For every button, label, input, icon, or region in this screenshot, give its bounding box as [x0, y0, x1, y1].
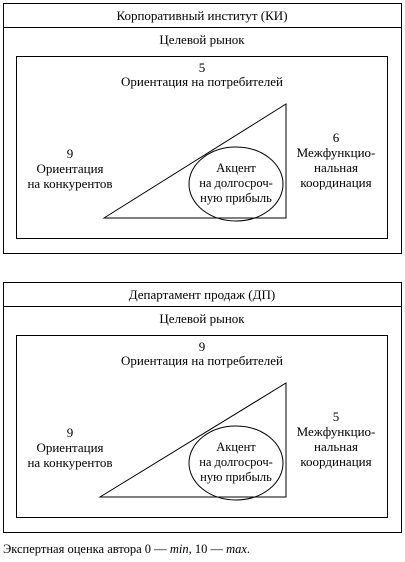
target-market-box — [16, 335, 388, 518]
interfunctional-coordination-line-3: координация — [300, 454, 371, 469]
interfunctional-coordination-score: 5 — [333, 409, 340, 424]
long-term-profit-line-3: ную прибыль — [200, 470, 272, 484]
interfunctional-coordination-line-3: координация — [300, 175, 371, 190]
diagram-corporate-institute: Корпоративный институт (КИ) Целевой рыно… — [3, 3, 402, 254]
long-term-profit-line-3: ную прибыль — [200, 191, 272, 205]
customer-orientation-score: 9 — [199, 339, 206, 354]
competitor-orientation-line-2: на конкурентов — [27, 455, 112, 470]
long-term-profit-line-1: Акцент — [216, 440, 256, 454]
target-market-label: Целевой рынок — [159, 311, 245, 326]
target-market-label: Целевой рынок — [159, 32, 245, 47]
footnote-min: min — [170, 542, 189, 556]
interfunctional-coordination-score: 6 — [333, 130, 340, 145]
long-term-profit-line-2: на долгосроч- — [199, 176, 273, 190]
footnote-suffix: . — [247, 542, 250, 556]
interfunctional-coordination-line-2: нальная — [314, 160, 358, 175]
customer-orientation-score: 5 — [199, 60, 206, 75]
customer-orientation-label: Ориентация на потребителей — [121, 353, 283, 368]
footnote-max: max — [226, 542, 247, 556]
footnote-middle: , 10 — — [189, 542, 227, 556]
interfunctional-coordination-line-1: Межфункцио- — [297, 424, 376, 439]
footnote-prefix: Экспертная оценка автора 0 — — [3, 542, 170, 556]
competitor-orientation-score: 9 — [67, 425, 74, 440]
diagram-header: Департамент продаж (ДП) — [129, 287, 275, 302]
long-term-profit-ellipse — [188, 425, 284, 501]
customer-orientation-label: Ориентация на потребителей — [121, 74, 283, 89]
long-term-profit-line-1: Акцент — [216, 161, 256, 175]
outer-frame — [3, 282, 402, 533]
diagram-header: Корпоративный институт (КИ) — [116, 8, 287, 23]
target-market-box — [16, 56, 388, 239]
outer-frame — [3, 3, 402, 254]
interfunctional-coordination-line-2: нальная — [314, 439, 358, 454]
competitor-orientation-line-1: Ориентация — [36, 161, 103, 176]
long-term-profit-line-2: на долгосроч- — [199, 455, 273, 469]
orientation-triangle — [102, 103, 287, 219]
competitor-orientation-line-2: на конкурентов — [27, 176, 112, 191]
long-term-profit-ellipse — [188, 146, 284, 222]
orientation-triangle — [98, 382, 287, 498]
footnote: Экспертная оценка автора 0 — min, 10 — m… — [3, 542, 250, 556]
competitor-orientation-line-1: Ориентация — [36, 440, 103, 455]
competitor-orientation-score: 9 — [67, 146, 74, 161]
interfunctional-coordination-line-1: Межфункцио- — [297, 145, 376, 160]
diagram-sales-department: Департамент продаж (ДП) Целевой рынок 9 … — [3, 282, 402, 533]
